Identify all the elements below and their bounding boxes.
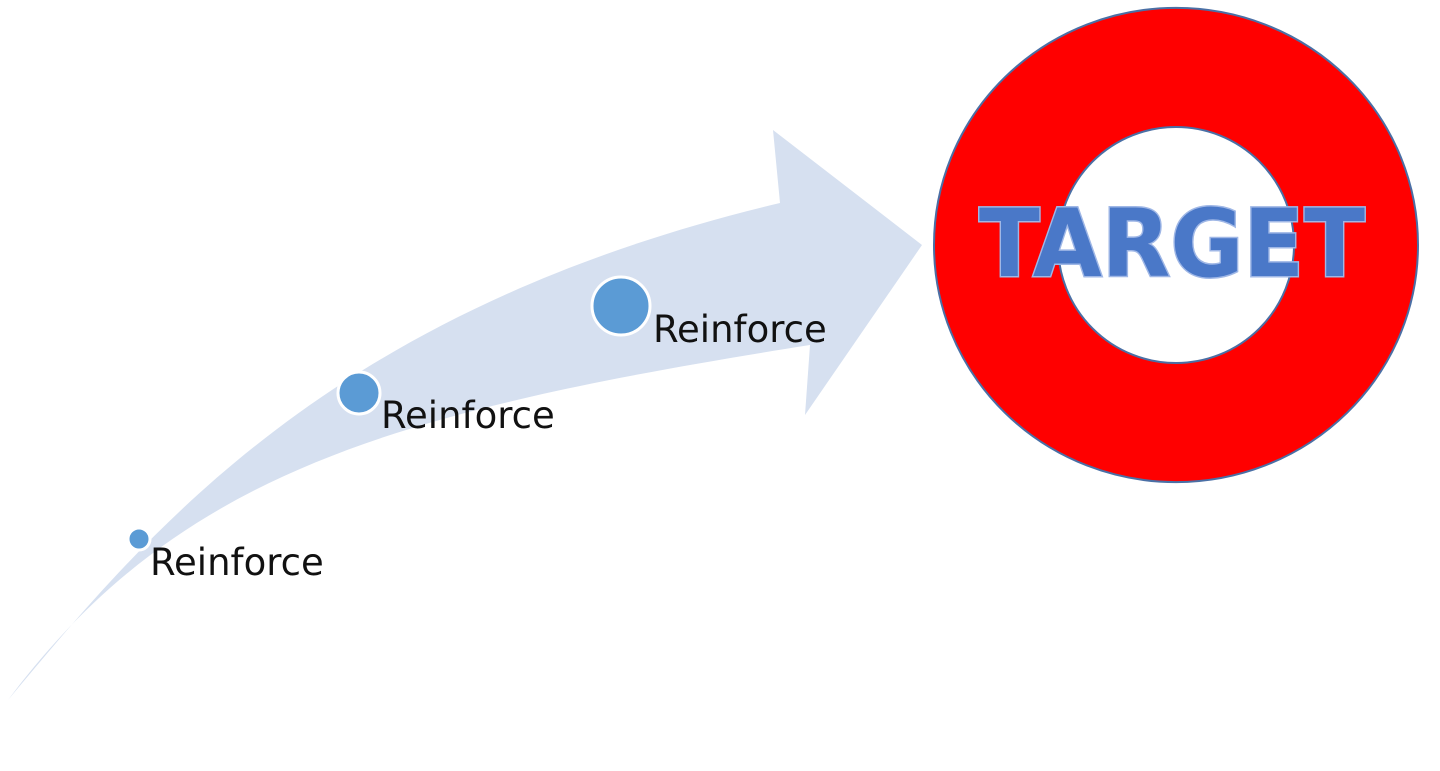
target-ring xyxy=(932,7,1420,483)
step-label-1: Reinforce xyxy=(150,541,324,584)
step-dot-small xyxy=(126,526,152,552)
curved-progress-arrow xyxy=(8,130,922,700)
step-label-3: Reinforce xyxy=(653,308,827,351)
step-dot-medium xyxy=(336,370,382,416)
target-label: TARGET xyxy=(979,190,1365,299)
step-dot-large xyxy=(590,275,652,337)
step-label-2: Reinforce xyxy=(381,394,555,437)
